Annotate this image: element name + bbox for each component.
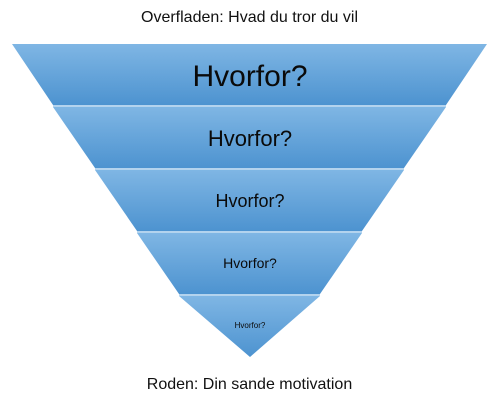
layer-3-label: Hvorfor? bbox=[215, 191, 284, 211]
funnel-layer-5 bbox=[179, 296, 320, 357]
surface-caption: Overfladen: Hvad du tror du vil bbox=[141, 9, 358, 26]
layer-5-label: Hvorfor? bbox=[235, 321, 266, 330]
funnel-layer-3 bbox=[95, 170, 404, 231]
funnel-layer-2 bbox=[53, 107, 446, 168]
root-caption: Roden: Din sande motivation bbox=[146, 376, 353, 393]
funnel-layer-4 bbox=[137, 233, 362, 294]
layer-4-label: Hvorfor? bbox=[223, 255, 277, 271]
layer-1-label: Hvorfor? bbox=[192, 60, 307, 93]
layer-2-label: Hvorfor? bbox=[208, 126, 292, 151]
funnel-layer-1 bbox=[12, 44, 487, 105]
